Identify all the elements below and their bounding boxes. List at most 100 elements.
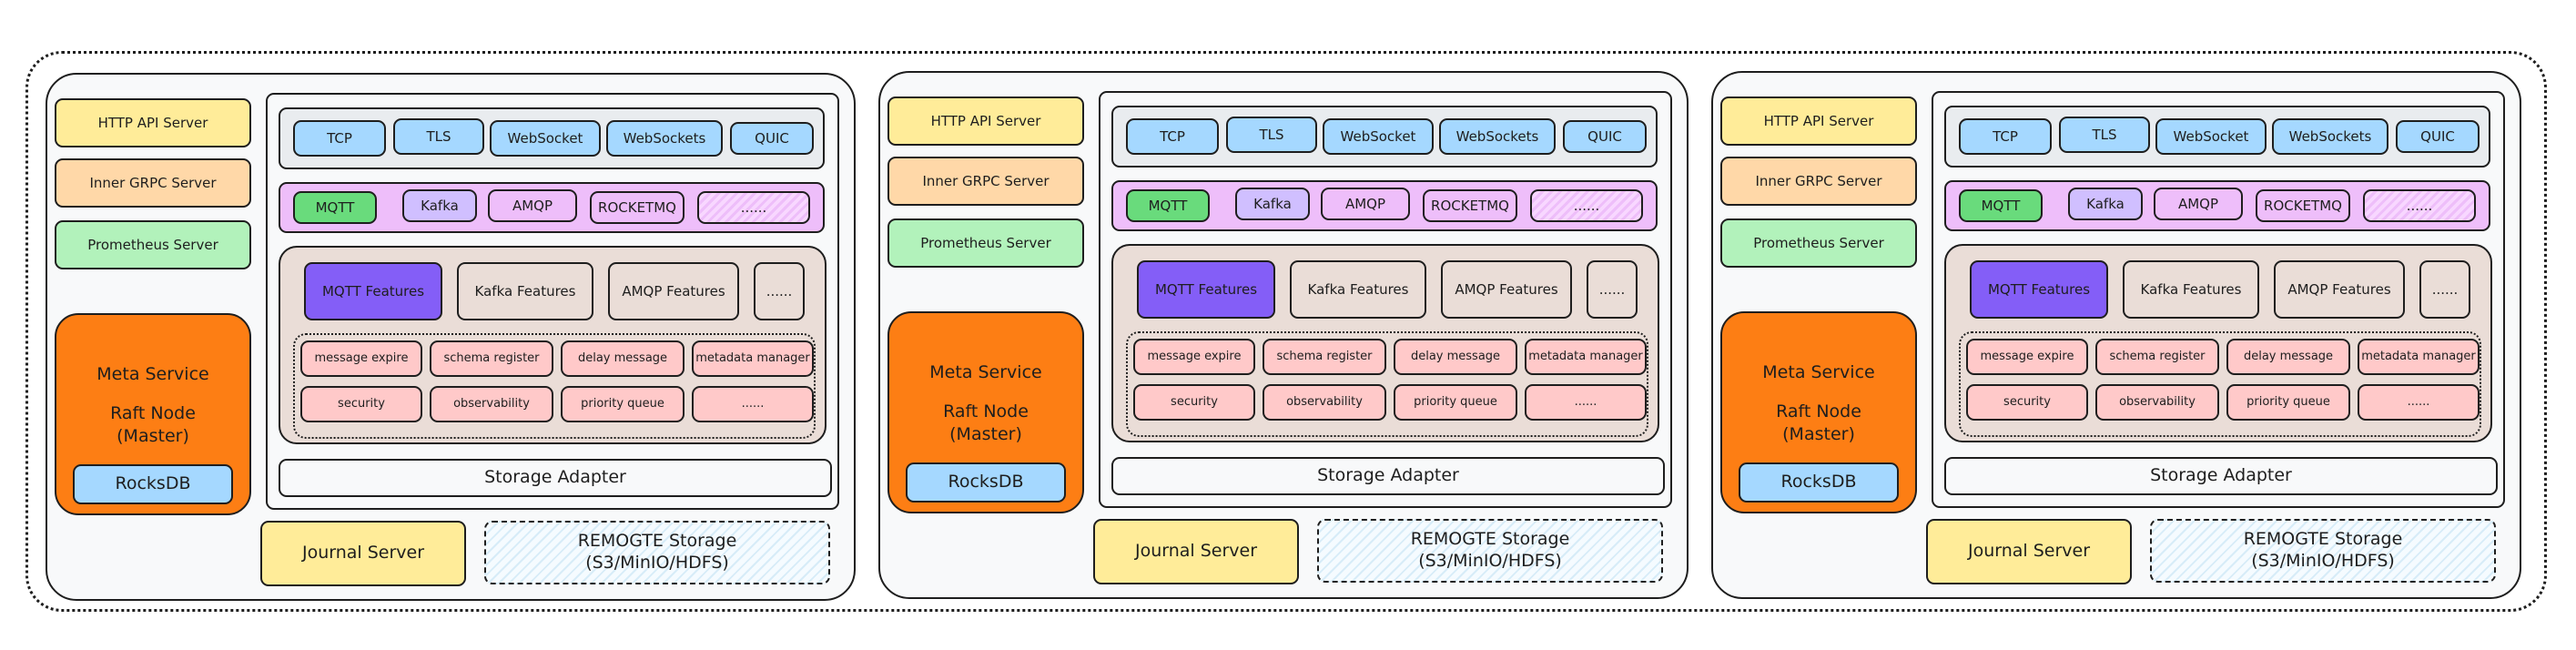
http-api-server: HTTP API Server — [55, 98, 251, 147]
capability-message-expire: message expire — [300, 340, 422, 377]
meta-service-title: Meta Service — [929, 362, 1042, 382]
protocol-mqtt: MQTT — [293, 191, 377, 224]
meta-service-title: Meta Service — [96, 364, 209, 384]
protocol-more: ...... — [1530, 189, 1643, 222]
meta-service: Meta Service Raft Node(Master) RocksDB — [55, 313, 251, 515]
capability-schema-register: schema register — [430, 340, 553, 377]
features-more: ...... — [1587, 260, 1638, 319]
capability-metadata-manager: metadata manager — [2358, 339, 2480, 375]
capability-metadata-manager: metadata manager — [1525, 339, 1647, 375]
network-tls: TLS — [2059, 117, 2150, 153]
protocol-amqp: AMQP — [1321, 188, 1410, 220]
meta-service-title: Meta Service — [1762, 362, 1875, 382]
storage-adapter: Storage Adapter — [1111, 457, 1665, 495]
capability-observability: observability — [2095, 384, 2219, 421]
protocol-more: ...... — [697, 191, 810, 224]
capability-more: ...... — [2358, 384, 2480, 421]
meta-service: Meta Service Raft Node(Master) RocksDB — [1720, 311, 1917, 513]
protocol-rocketmq: ROCKETMQ — [2256, 189, 2350, 222]
network-layer: TCP TLS WebSocket WebSockets QUIC — [279, 107, 825, 169]
network-quic: QUIC — [1563, 120, 1647, 153]
protocol-layer: MQTT Kafka AMQP ROCKETMQ ...... — [279, 182, 825, 233]
network-websocket: WebSocket — [490, 120, 601, 157]
feature-layer: MQTT Features Kafka Features AMQP Featur… — [279, 246, 827, 444]
amqp-features: AMQP Features — [608, 262, 739, 320]
raft-node-label: Raft Node(Master) — [1776, 401, 1861, 444]
protocol-layer: MQTT Kafka AMQP ROCKETMQ ...... — [1944, 180, 2490, 231]
network-websockets: WebSockets — [606, 120, 723, 157]
capability-priority-queue: priority queue — [2226, 384, 2350, 421]
network-websocket: WebSocket — [2155, 118, 2267, 155]
kafka-features: Kafka Features — [1290, 260, 1426, 319]
capability-priority-queue: priority queue — [1394, 384, 1517, 421]
storage-adapter: Storage Adapter — [1944, 457, 2498, 495]
broker-core: TCP TLS WebSocket WebSockets QUIC MQTT K… — [1932, 91, 2505, 508]
meta-service: Meta Service Raft Node(Master) RocksDB — [887, 311, 1084, 513]
network-tcp: TCP — [1959, 118, 2052, 155]
network-websockets: WebSockets — [2272, 118, 2388, 155]
protocol-layer: MQTT Kafka AMQP ROCKETMQ ...... — [1111, 180, 1658, 231]
protocol-mqtt: MQTT — [1126, 189, 1210, 222]
feature-layer: MQTT Features Kafka Features AMQP Featur… — [1111, 244, 1659, 442]
capability-security: security — [1133, 384, 1255, 421]
protocol-rocketmq: ROCKETMQ — [1423, 189, 1517, 222]
features-more: ...... — [754, 262, 805, 320]
prometheus-server: Prometheus Server — [887, 218, 1084, 268]
http-api-server: HTTP API Server — [1720, 96, 1917, 146]
remote-storage: REMOGTE Storage(S3/MinIO/HDFS) — [2150, 519, 2496, 583]
broker-node-2: HTTP API Server Inner GRPC Server Promet… — [878, 71, 1689, 599]
broker-core: TCP TLS WebSocket WebSockets QUIC MQTT K… — [1099, 91, 1672, 508]
network-tcp: TCP — [1126, 118, 1219, 155]
prometheus-server: Prometheus Server — [1720, 218, 1917, 268]
capability-schema-register: schema register — [2095, 339, 2219, 375]
network-quic: QUIC — [2396, 120, 2480, 153]
features-more: ...... — [2419, 260, 2470, 319]
kafka-features: Kafka Features — [2123, 260, 2259, 319]
journal-server: Journal Server — [260, 521, 466, 586]
rocksdb: RocksDB — [73, 464, 233, 504]
capability-observability: observability — [1263, 384, 1386, 421]
journal-server: Journal Server — [1093, 519, 1299, 584]
inner-grpc-server: Inner GRPC Server — [1720, 157, 1917, 206]
capability-metadata-manager: metadata manager — [692, 340, 814, 377]
inner-grpc-server: Inner GRPC Server — [55, 158, 251, 208]
protocol-mqtt: MQTT — [1959, 189, 2043, 222]
remote-storage: REMOGTE Storage(S3/MinIO/HDFS) — [1317, 519, 1663, 583]
capability-delay-message: delay message — [2226, 339, 2350, 375]
capability-more: ...... — [692, 386, 814, 422]
capability-delay-message: delay message — [561, 340, 685, 377]
broker-node-1: HTTP API Server Inner GRPC Server Promet… — [46, 73, 856, 601]
mqtt-features: MQTT Features — [304, 262, 442, 320]
feature-layer: MQTT Features Kafka Features AMQP Featur… — [1944, 244, 2492, 442]
capability-observability: observability — [430, 386, 553, 422]
capabilities-group: message expire schema register delay mes… — [1126, 331, 1648, 437]
rocksdb: RocksDB — [1739, 462, 1899, 503]
network-layer: TCP TLS WebSocket WebSockets QUIC — [1111, 106, 1658, 168]
capability-schema-register: schema register — [1263, 339, 1386, 375]
remote-storage: REMOGTE Storage(S3/MinIO/HDFS) — [484, 521, 830, 584]
raft-node-label: Raft Node(Master) — [943, 401, 1029, 444]
capability-security: security — [300, 386, 422, 422]
network-websockets: WebSockets — [1439, 118, 1556, 155]
mqtt-features: MQTT Features — [1137, 260, 1275, 319]
kafka-features: Kafka Features — [457, 262, 593, 320]
capability-more: ...... — [1525, 384, 1647, 421]
protocol-amqp: AMQP — [488, 189, 577, 222]
protocol-amqp: AMQP — [2154, 188, 2243, 220]
network-tls: TLS — [1226, 117, 1317, 153]
broker-core: TCP TLS WebSocket WebSockets QUIC MQTT K… — [266, 93, 839, 510]
storage-adapter: Storage Adapter — [279, 459, 832, 497]
prometheus-server: Prometheus Server — [55, 220, 251, 269]
http-api-server: HTTP API Server — [887, 96, 1084, 146]
protocol-kafka: Kafka — [402, 189, 477, 222]
capability-message-expire: message expire — [1966, 339, 2088, 375]
mqtt-features: MQTT Features — [1970, 260, 2108, 319]
capabilities-group: message expire schema register delay mes… — [1959, 331, 2481, 437]
protocol-rocketmq: ROCKETMQ — [590, 191, 685, 224]
capability-security: security — [1966, 384, 2088, 421]
broker-node-3: HTTP API Server Inner GRPC Server Promet… — [1711, 71, 2521, 599]
network-websocket: WebSocket — [1323, 118, 1434, 155]
amqp-features: AMQP Features — [2274, 260, 2405, 319]
network-layer: TCP TLS WebSocket WebSockets QUIC — [1944, 106, 2490, 168]
capabilities-group: message expire schema register delay mes… — [293, 333, 816, 439]
